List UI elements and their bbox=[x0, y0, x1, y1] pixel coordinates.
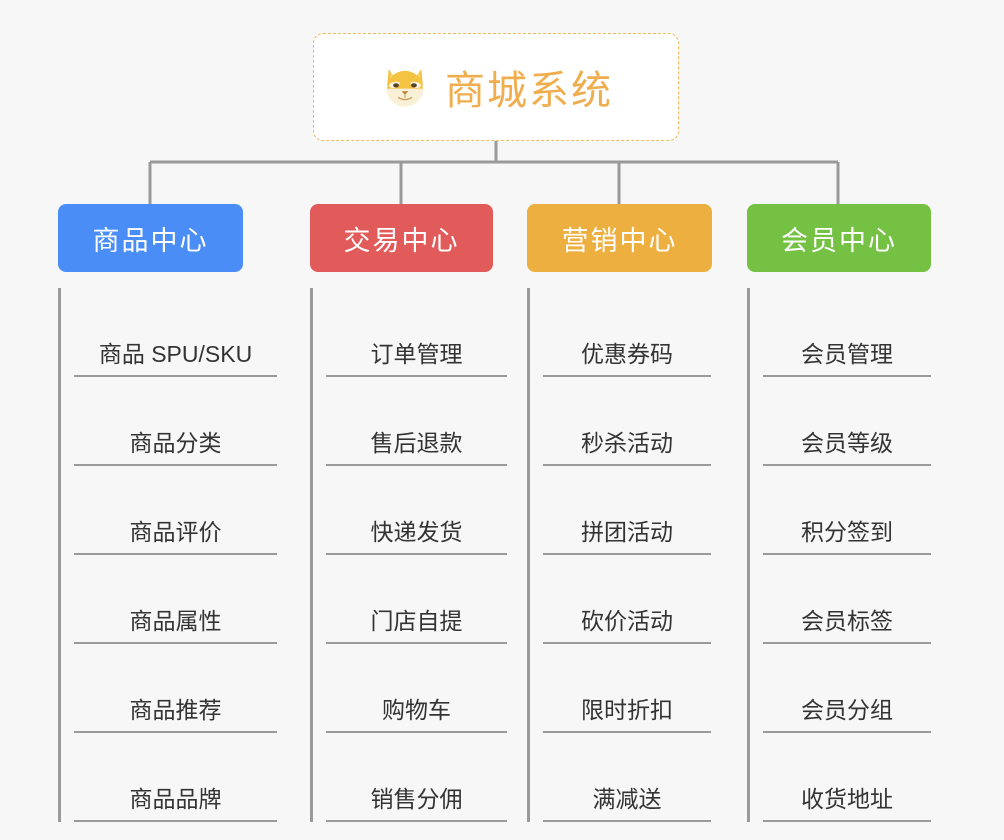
branch-item-label: 商品评价 bbox=[129, 519, 222, 545]
branch-item-label: 商品属性 bbox=[129, 608, 222, 634]
branch-item[interactable]: 销售分佣 bbox=[326, 733, 507, 822]
branch-item-label: 满减送 bbox=[592, 786, 662, 812]
branch-item[interactable]: 积分签到 bbox=[763, 466, 931, 555]
branch-item-label: 拼团活动 bbox=[581, 519, 673, 545]
branch-item-label: 收货地址 bbox=[801, 786, 893, 812]
branch-item[interactable]: 限时折扣 bbox=[543, 644, 711, 733]
branch-item[interactable]: 商品评价 bbox=[74, 466, 277, 555]
branch-item[interactable]: 商品属性 bbox=[74, 555, 277, 644]
branch-item[interactable]: 购物车 bbox=[326, 644, 507, 733]
branch-item[interactable]: 会员标签 bbox=[763, 555, 931, 644]
branch-item[interactable]: 会员管理 bbox=[763, 288, 931, 377]
branch-column-trade: 交易中心 订单管理 售后退款 快递发货 门店自提 购物车 销售分佣 bbox=[310, 204, 507, 822]
branch-header-trade[interactable]: 交易中心 bbox=[310, 204, 493, 272]
branch-item-label: 会员标签 bbox=[801, 608, 893, 634]
branch-item[interactable]: 订单管理 bbox=[326, 288, 507, 377]
branch-item-label: 商品推荐 bbox=[129, 697, 222, 723]
branch-item[interactable]: 会员等级 bbox=[763, 377, 931, 466]
branch-item-label: 销售分佣 bbox=[370, 786, 463, 812]
branch-item-label: 售后退款 bbox=[370, 430, 463, 456]
branch-header-label: 会员中心 bbox=[781, 225, 897, 256]
branch-item-label: 商品 SPU/SKU bbox=[98, 341, 253, 367]
branch-item[interactable]: 门店自提 bbox=[326, 555, 507, 644]
branch-item[interactable]: 满减送 bbox=[543, 733, 711, 822]
branch-column-product: 商品中心 商品 SPU/SKU 商品分类 商品评价 商品属性 商品推荐 商品品牌 bbox=[58, 204, 277, 822]
branch-header-marketing[interactable]: 营销中心 bbox=[527, 204, 712, 272]
branch-item-label: 限时折扣 bbox=[581, 697, 673, 723]
branch-column-member: 会员中心 会员管理 会员等级 积分签到 会员标签 会员分组 收货地址 bbox=[747, 204, 931, 822]
root-title: 商城系统 bbox=[445, 69, 613, 113]
branch-item[interactable]: 会员分组 bbox=[763, 644, 931, 733]
branch-item[interactable]: 拼团活动 bbox=[543, 466, 711, 555]
branch-header-product[interactable]: 商品中心 bbox=[58, 204, 243, 272]
branch-item-label: 会员分组 bbox=[801, 697, 893, 723]
branch-item-label: 门店自提 bbox=[370, 608, 463, 634]
branch-item-label: 商品分类 bbox=[129, 430, 222, 456]
branch-item[interactable]: 秒杀活动 bbox=[543, 377, 711, 466]
branch-item[interactable]: 商品分类 bbox=[74, 377, 277, 466]
branch-item-label: 积分签到 bbox=[801, 519, 893, 545]
branch-item[interactable]: 商品品牌 bbox=[74, 733, 277, 822]
branch-item-list: 订单管理 售后退款 快递发货 门店自提 购物车 销售分佣 bbox=[310, 288, 507, 822]
branch-header-label: 商品中心 bbox=[92, 225, 209, 256]
branch-item[interactable]: 商品 SPU/SKU bbox=[74, 288, 277, 377]
branch-header-member[interactable]: 会员中心 bbox=[747, 204, 931, 272]
branch-item-list: 会员管理 会员等级 积分签到 会员标签 会员分组 收货地址 bbox=[747, 288, 931, 822]
branch-item[interactable]: 收货地址 bbox=[763, 733, 931, 822]
branch-item[interactable]: 优惠券码 bbox=[543, 288, 711, 377]
branch-item[interactable]: 售后退款 bbox=[326, 377, 507, 466]
branch-item-label: 优惠券码 bbox=[581, 341, 673, 367]
branch-item-label: 购物车 bbox=[382, 697, 451, 723]
branch-item[interactable]: 商品推荐 bbox=[74, 644, 277, 733]
root-node[interactable]: 商城系统 bbox=[313, 33, 679, 141]
branch-item-label: 订单管理 bbox=[370, 341, 463, 367]
branch-header-label: 营销中心 bbox=[561, 225, 678, 256]
branch-header-label: 交易中心 bbox=[343, 225, 460, 256]
branch-item-label: 商品品牌 bbox=[129, 786, 222, 812]
branch-item[interactable]: 快递发货 bbox=[326, 466, 507, 555]
branch-item[interactable]: 砍价活动 bbox=[543, 555, 711, 644]
shiba-dog-face-icon bbox=[379, 61, 431, 113]
branch-item-label: 砍价活动 bbox=[581, 608, 673, 634]
branch-item-label: 秒杀活动 bbox=[581, 430, 673, 456]
branch-item-list: 优惠券码 秒杀活动 拼团活动 砍价活动 限时折扣 满减送 bbox=[527, 288, 711, 822]
branch-item-label: 会员等级 bbox=[801, 430, 893, 456]
branch-item-label: 快递发货 bbox=[370, 519, 463, 545]
branch-item-label: 会员管理 bbox=[801, 341, 893, 367]
branch-column-marketing: 营销中心 优惠券码 秒杀活动 拼团活动 砍价活动 限时折扣 满减送 bbox=[527, 204, 712, 822]
branch-item-list: 商品 SPU/SKU 商品分类 商品评价 商品属性 商品推荐 商品品牌 bbox=[58, 288, 277, 822]
